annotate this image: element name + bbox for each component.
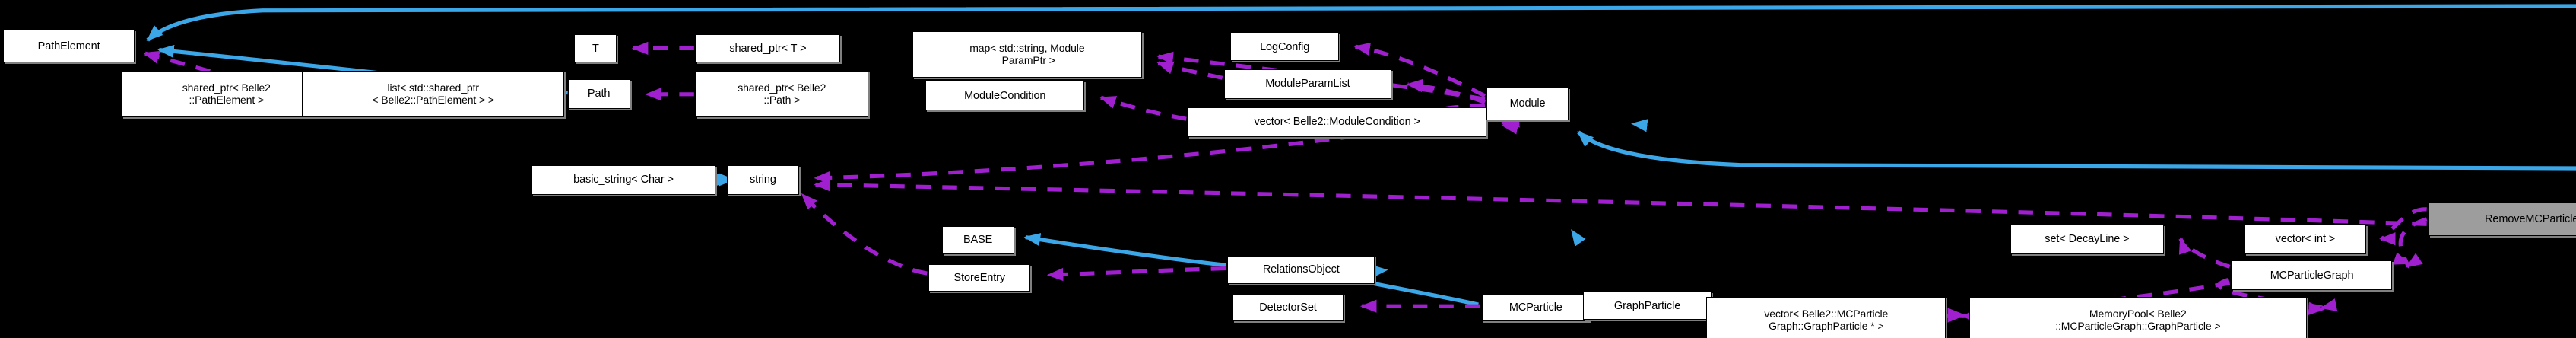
node-modulecondition[interactable]: ModuleCondition [925, 81, 1085, 111]
edge-removemcparticlesmodule-mcparticlegraph [2398, 217, 2428, 269]
edge-moduleparamlist-map [1156, 61, 1223, 80]
edge-sharedptrpe-pathelement [142, 50, 211, 74]
edge-right-to-module [1577, 130, 2576, 172]
edge-removemcparticlesmodule-vectorint [2379, 207, 2427, 246]
node-vector_graphpart[interactable]: vector< Belle2::MCParticle Graph::GraphP… [1706, 296, 1946, 338]
node-vector_modulecond[interactable]: vector< Belle2::ModuleCondition > [1188, 107, 1487, 137]
edge-storeentry-string [801, 193, 928, 276]
inheritance-edges [146, 2, 2576, 313]
edge-vectormodulecond-modulecondition [1099, 95, 1187, 121]
node-mcparticle[interactable]: MCParticle [1481, 293, 1591, 322]
edge-module-moduleparamlist [1406, 78, 1486, 105]
node-relationsobject[interactable]: RelationsObject [1227, 255, 1375, 284]
node-string[interactable]: string [726, 164, 799, 195]
edge-mcp-ro-hidden [1371, 264, 1388, 278]
edge-mcparticlegraph-setdecayline [2178, 237, 2231, 269]
edge-relationsobject-storeentry [1046, 266, 1226, 282]
node-sharedptr_pathelem[interactable]: shared_ptr< Belle2 ::PathElement > [121, 71, 332, 117]
edge-removemcparticlesmodule-string [814, 178, 2427, 226]
node-pathelement[interactable]: PathElement [3, 29, 135, 63]
edge-module-pathelement [146, 2, 2576, 42]
edge-mcparticle-relationsobject [1367, 266, 1385, 279]
node-path[interactable]: Path [567, 78, 630, 109]
node-logconfig[interactable]: LogConfig [1230, 33, 1339, 62]
node-sharedptr_t[interactable]: shared_ptr< T > [695, 34, 840, 63]
node-t[interactable]: T [574, 34, 617, 63]
node-base[interactable]: BASE [941, 225, 1014, 254]
node-map_moduleparam[interactable]: map< std::string, Module ParamPtr > [912, 31, 1142, 78]
node-basic_string[interactable]: basic_string< Char > [531, 164, 715, 195]
node-graphparticle[interactable]: GraphParticle [1583, 292, 1712, 320]
node-mcparticlegraph[interactable]: MCParticleGraph [2231, 260, 2393, 291]
node-memorypool[interactable]: MemoryPool< Belle2 ::MCParticleGraph::Gr… [1968, 296, 2308, 338]
edge-relationsobject-base [1023, 233, 1226, 267]
node-storeentry[interactable]: StoreEntry [928, 263, 1031, 292]
node-sharedptr_path[interactable]: shared_ptr< Belle2 ::Path > [695, 71, 868, 117]
node-moduleparamlist[interactable]: ModuleParamList [1223, 69, 1391, 99]
node-detectorset[interactable]: DetectorSet [1232, 293, 1344, 322]
node-list_sharedptr[interactable]: list< std::shared_ptr < Belle2::PathElem… [302, 71, 565, 117]
node-set_decayline[interactable]: set< DecayLine > [2010, 224, 2165, 254]
node-module[interactable]: Module [1486, 87, 1569, 121]
node-removemcparticles[interactable]: RemoveMCParticlesModule [2428, 202, 2576, 236]
edge-remove-mcpg-h [2392, 252, 2410, 265]
node-vector_int[interactable]: vector< int > [2244, 224, 2366, 254]
